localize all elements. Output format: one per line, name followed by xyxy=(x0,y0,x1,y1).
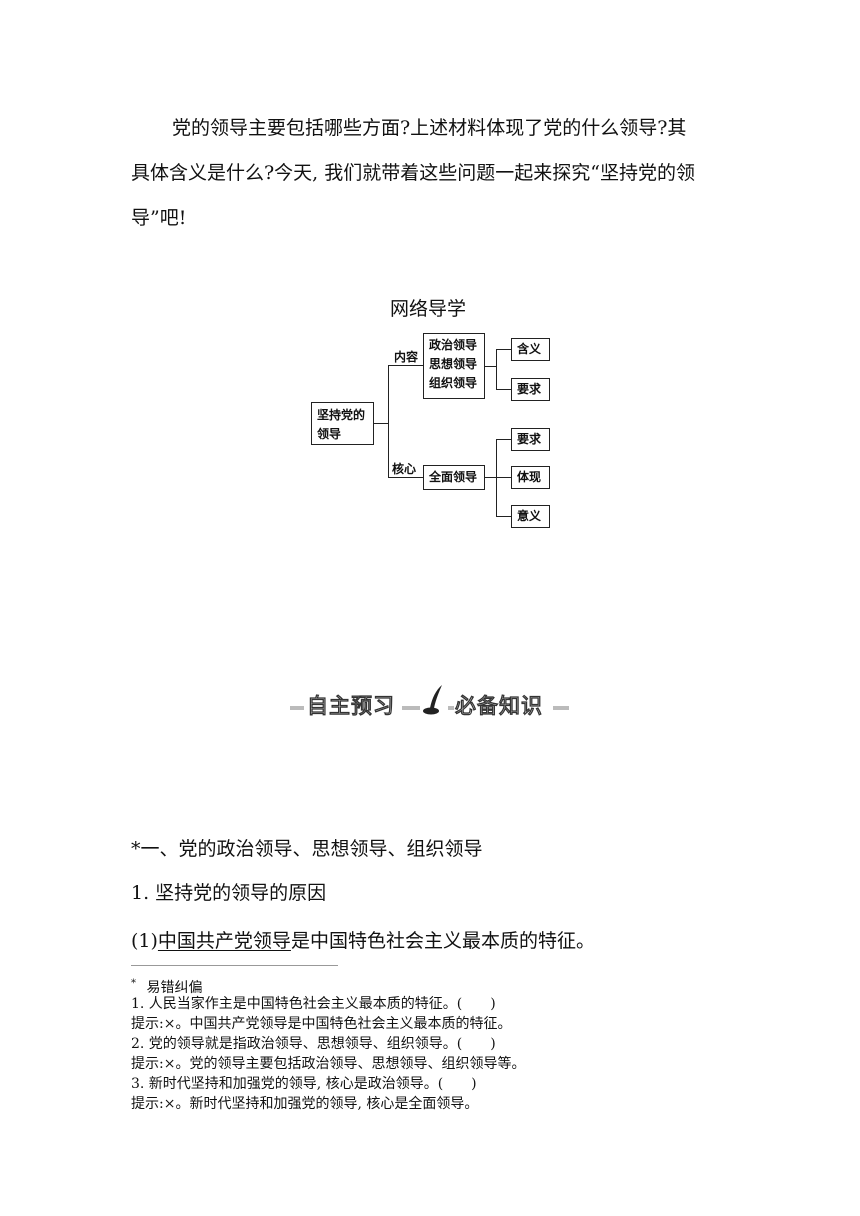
section-subheading: 1. 坚持党的领导的原因 xyxy=(131,882,327,904)
core-child-embodiment-label: 体现 xyxy=(517,470,542,484)
banner-right-text: 必备知识 xyxy=(454,693,543,718)
footnote-title: * 易错纠偏 xyxy=(131,974,202,998)
footnote-line-4: 提示:×。党的领导主要包括政治领导、思想领导、组织领导等。 xyxy=(131,1056,526,1072)
core-box: 全面领导 xyxy=(423,465,485,490)
diagram-root-label: 坚持党的领导 xyxy=(317,408,366,441)
content-child-meaning-label: 含义 xyxy=(517,342,542,356)
connector-content-child-1 xyxy=(496,349,511,350)
connector-core-child-3 xyxy=(496,516,511,517)
connector-bottom-branch xyxy=(388,477,423,478)
footnote-title-text: 易错纠偏 xyxy=(146,979,203,996)
content-item-political: 政治领导 xyxy=(429,338,478,352)
connector-core-child-1 xyxy=(496,439,511,440)
core-box-label: 全面领导 xyxy=(429,470,478,484)
connector-core-vertical xyxy=(496,439,497,517)
connector-content-out xyxy=(485,366,497,367)
core-child-significance-label: 意义 xyxy=(517,509,542,523)
banner-rule-right xyxy=(553,706,569,710)
connector-core-child-2 xyxy=(496,477,511,478)
connector-core-out xyxy=(485,477,497,478)
diagram-title: 网络导学 xyxy=(390,298,467,320)
footnote-line-2: 提示:×。中国共产党领导是中国特色社会主义最本质的特征。 xyxy=(131,1016,512,1032)
banner-rule-mid xyxy=(402,706,420,710)
banner-left-text: 自主预习 xyxy=(306,693,395,718)
content-child-requirement: 要求 xyxy=(511,378,550,401)
diagram-root-box: 坚持党的领导 xyxy=(311,402,374,445)
footnote-marker: * xyxy=(131,978,136,989)
connector-top-branch xyxy=(388,365,423,366)
branch-label-content: 内容 xyxy=(394,350,419,364)
core-child-embodiment: 体现 xyxy=(511,466,550,489)
content-item-ideological: 思想领导 xyxy=(429,357,478,371)
intro-line-1: 党的领导主要包括哪些方面?上述材料体现了党的什么领导?其 xyxy=(172,117,687,139)
core-child-requirement: 要求 xyxy=(511,428,550,451)
intro-line-2: 具体含义是什么?今天, 我们就带着这些问题一起来探究“坚持党的领 xyxy=(131,162,695,184)
content-item-organizational: 组织领导 xyxy=(429,376,478,390)
core-child-significance: 意义 xyxy=(511,505,550,528)
connector-root-vertical xyxy=(388,365,389,477)
connector-content-vertical xyxy=(496,349,497,389)
content-child-meaning: 含义 xyxy=(511,338,550,361)
banner-rule-left xyxy=(290,706,304,710)
connector-root xyxy=(374,423,389,424)
connector-content-child-2 xyxy=(496,389,511,390)
item-1-rest: 是中国特色社会主义最本质的特征。 xyxy=(290,930,595,952)
footnote-line-5: 3. 新时代坚持和加强党的领导, 核心是政治领导。( ) xyxy=(131,1076,477,1092)
section-item-1: (1)中国共产党领导是中国特色社会主义最本质的特征。 xyxy=(131,926,595,956)
content-child-requirement-label: 要求 xyxy=(517,382,542,396)
quill-pen-icon xyxy=(423,685,442,715)
intro-line-3: 导”吧! xyxy=(131,207,187,229)
footnote-rule xyxy=(131,965,338,966)
content-box: 政治领导 思想领导 组织领导 xyxy=(423,333,485,399)
item-1-prefix: (1) xyxy=(131,930,158,952)
branch-label-core: 核心 xyxy=(392,462,417,476)
footnote-line-3: 2. 党的领导就是指政治领导、思想领导、组织领导。( ) xyxy=(131,1036,496,1052)
section-heading: *一、党的政治领导、思想领导、组织领导 xyxy=(131,838,483,860)
core-child-requirement-label: 要求 xyxy=(517,432,542,446)
footnote-line-1: 1. 人民当家作主是中国特色社会主义最本质的特征。( ) xyxy=(131,996,496,1012)
item-1-underlined: 中国共产党领导 xyxy=(157,930,291,952)
banner-rule-mid-2 xyxy=(448,706,454,710)
footnote-line-6: 提示:×。新时代坚持和加强党的领导, 核心是全面领导。 xyxy=(131,1096,479,1112)
